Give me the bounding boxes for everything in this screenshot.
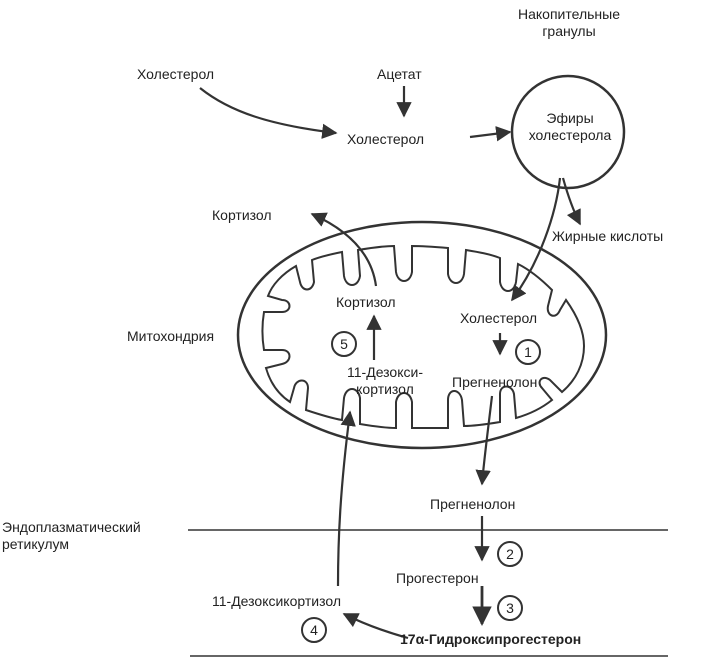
cholesterol-mito-label: Холестерол — [460, 310, 538, 326]
arrow-deoxycortisol-er-to-mito — [336, 410, 356, 587]
cholesterol-external-label: Холестерол — [137, 66, 215, 82]
step-2-circle: 2 — [497, 541, 523, 567]
storage-granule-circle — [510, 74, 626, 190]
arrow-hydroxyprogesterone-to-deoxycortisol — [342, 613, 409, 640]
acetate-label: Ацетат — [377, 66, 422, 82]
progesterone-label: Прогестерон — [396, 570, 479, 586]
storage-granules-title: Накопительные гранулы — [518, 6, 620, 39]
mitochondrion-outer-membrane — [236, 220, 608, 450]
deoxycortisol-er-label: 11-Дезоксикортизол — [212, 593, 341, 609]
hydroxyprogesterone-label: 17α-Гидроксипрогестерон — [400, 631, 582, 647]
cortisol-out-label: Кортизол — [212, 207, 272, 223]
er-label: Эндоплазматический ретикулум — [2, 519, 141, 552]
arrow-external-cholesterol-to-cytoplasm — [199, 87, 338, 139]
arrow-cholesterol-to-esters — [469, 126, 512, 142]
arrow-cortisol-export — [310, 212, 378, 287]
pregnenolone-er-label: Прегненолон — [430, 496, 516, 512]
cholesterol-cytoplasm-label: Холестерол — [347, 131, 425, 147]
step-3-circle: 3 — [497, 595, 523, 621]
cholesterol-esters-label: Эфиры холестерола — [528, 110, 612, 143]
step-4-circle: 4 — [301, 617, 327, 643]
arrow-esters-to-fatty-acids — [561, 177, 581, 226]
cortisol-mito-label: Кортизол — [336, 294, 396, 310]
arrow-esters-to-mito-cholesterol — [511, 177, 562, 302]
mitochondria-label: Митохондрия — [127, 328, 215, 344]
step-1-circle: 1 — [515, 339, 541, 365]
pregnenolone-mito-label: Прегненолон — [452, 374, 538, 390]
fatty-acids-label: Жирные кислоты — [552, 228, 664, 244]
deoxycortisol-mito-label: 11-Дезокси- кортизол — [347, 364, 423, 397]
step-5-circle: 5 — [331, 331, 357, 357]
arrow-pregnenolone-to-er — [475, 395, 494, 486]
mitochondrion-inner-membrane — [261, 244, 586, 430]
